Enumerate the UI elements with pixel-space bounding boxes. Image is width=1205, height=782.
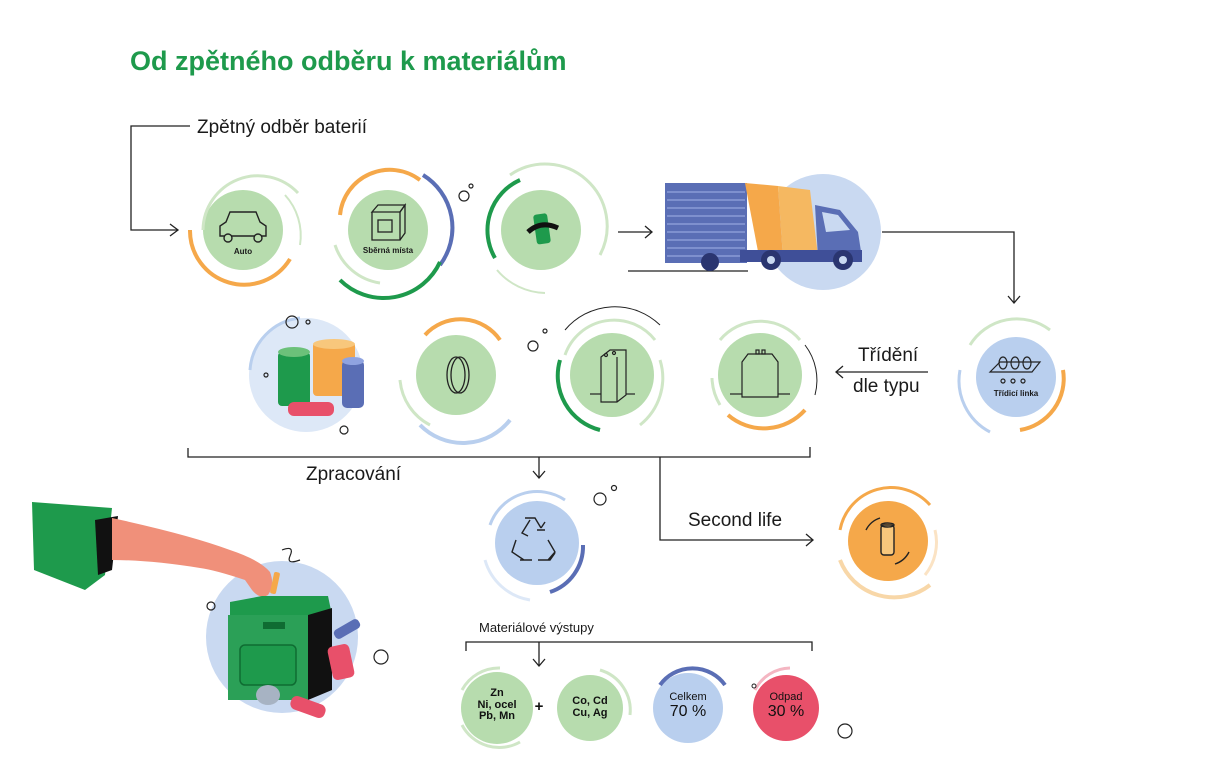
arrow-to-sorting: [882, 231, 1015, 303]
metals-b-text: Co, Cd Cu, Ag: [562, 695, 618, 719]
battery-recycling-icon: [526, 213, 560, 245]
sorting-line-circle: [957, 317, 1066, 434]
page-title: Od zpětného odběru k materiálům: [130, 46, 567, 76]
waste-value: 30 %: [767, 702, 805, 720]
prismatic-cell-icon: [590, 349, 635, 403]
output-circle-waste: [751, 666, 819, 741]
metals-b-line1: Co, Cd: [572, 695, 608, 707]
sorting-label-line2: dle typu: [853, 376, 920, 397]
outputs-bracket: [465, 641, 813, 651]
battery-logo-circle: [485, 162, 609, 294]
auto-label: Auto: [233, 247, 253, 256]
plus-sign: +: [534, 698, 544, 715]
second-life-label: Second life: [688, 510, 783, 531]
collection-points-label: Sběrná místa: [362, 246, 414, 255]
sorting-line-label: Třídicí linka: [993, 389, 1039, 398]
batteries-illustration: [248, 315, 364, 435]
waste-label: Odpad: [769, 691, 803, 703]
processing-label: Zpracování: [306, 464, 402, 485]
total-label: Celkem: [669, 691, 707, 703]
box-icon: [370, 202, 407, 241]
second-life-arrow: [659, 457, 813, 541]
car-icon: [219, 211, 267, 243]
second-life-circle: [838, 486, 938, 600]
total-text: Celkem 70 %: [658, 691, 718, 720]
pouch-cell-circle: [710, 319, 818, 431]
sorting-label-line1: Třídění: [858, 345, 919, 366]
conveyor-icon: [988, 356, 1042, 384]
cylindrical-cell-circle: [555, 306, 665, 432]
metals-a-line3: Pb, Mn: [478, 710, 516, 723]
material-outputs-label: Materiálové výstupy: [479, 620, 594, 635]
output-circle-metals-b: [557, 668, 632, 741]
processing-bracket: [187, 447, 811, 458]
output-circle-metals-a: [460, 666, 533, 749]
auto-circle: [187, 174, 302, 287]
start-connector: [130, 125, 190, 231]
recycle-circle: [483, 490, 586, 602]
output-circle-total: [653, 666, 727, 743]
hand-bin-illustration: [32, 502, 389, 719]
waste-text: Odpad 30 %: [756, 691, 816, 720]
metals-a-text: Zn Ni, ocel Pb, Mn: [467, 687, 527, 723]
coin-battery-icon: [446, 356, 470, 394]
cycle-battery-icon: [865, 517, 910, 565]
pouch-cell-icon: [730, 349, 790, 398]
metals-a-line2: Ni, ocel: [477, 698, 517, 711]
metals-b-line2: Cu, Ag: [572, 706, 608, 719]
collection-points-circle: [333, 167, 455, 301]
recycle-icon: [511, 517, 556, 561]
collection-label: Zpětný odběr baterií: [197, 117, 368, 138]
total-value: 70 %: [669, 702, 707, 720]
metals-a-line1: Zn: [490, 687, 504, 699]
truck-illustration: [665, 174, 881, 290]
coin-cell-circle: [398, 317, 512, 445]
connector-lines: [130, 125, 1021, 667]
